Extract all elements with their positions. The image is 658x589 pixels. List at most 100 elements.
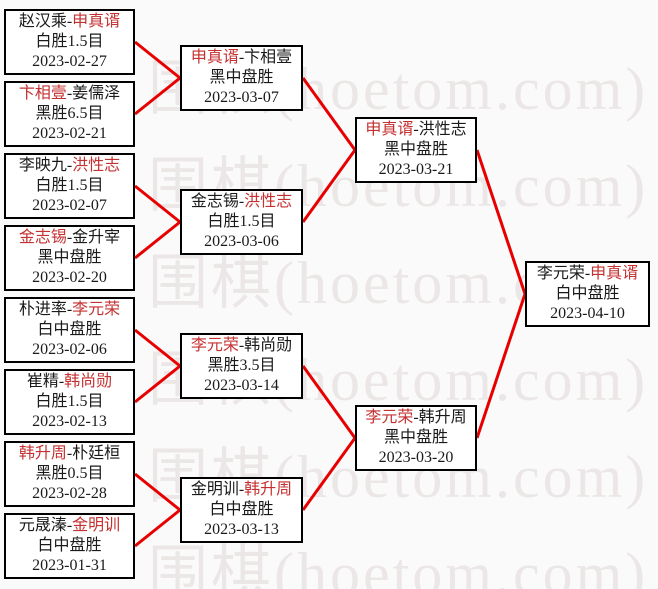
bracket-connector-line — [134, 364, 181, 404]
match-players: 申真谞-洪性志 — [357, 120, 475, 140]
match-box-round-2-1: 申真谞-卞相壹 黑中盘胜 2023-03-07 — [180, 45, 303, 111]
player-separator: - — [66, 517, 73, 534]
player-name: 李元荣 — [536, 265, 585, 282]
match-box-final-1: 李元荣-申真谞 白中盘胜 2023-04-10 — [525, 261, 650, 327]
match-box-round-2-2: 金志锡-洪性志 白胜1.5目 2023-03-06 — [180, 189, 303, 255]
match-result: 黑胜3.5目 — [207, 357, 276, 374]
player-name: 李映九 — [18, 157, 67, 174]
player-separator: - — [66, 445, 73, 462]
match-result: 白中盘胜 — [555, 285, 620, 302]
bracket-connector-line — [134, 40, 181, 80]
match-result: 白胜1.5目 — [35, 393, 104, 410]
match-date: 2023-03-14 — [204, 377, 279, 394]
match-players: 李映九-洪性志 — [6, 156, 133, 176]
match-result: 黑胜0.5目 — [35, 465, 104, 482]
winner-name: 申真谞 — [190, 49, 239, 66]
player-name: 韩升周 — [418, 409, 467, 426]
player-separator: - — [584, 265, 591, 282]
player-separator: - — [58, 373, 65, 390]
winner-name: 申真谞 — [72, 13, 121, 30]
bracket-connector-line — [301, 77, 357, 151]
match-date: 2023-03-13 — [204, 521, 279, 538]
bracket-connector-line — [301, 437, 357, 511]
match-box-round-1-2: 卞相壹-姜儒泽 黑胜6.5目 2023-02-21 — [4, 81, 135, 147]
match-result: 黑中盘胜 — [209, 69, 274, 86]
player-name: 崔精 — [26, 373, 59, 390]
winner-name: 李元荣 — [365, 409, 414, 426]
match-players: 金明训-韩升周 — [182, 480, 301, 500]
winner-name: 洪性志 — [244, 193, 293, 210]
match-date: 2023-02-28 — [32, 485, 107, 502]
match-result: 黑中盘胜 — [383, 141, 448, 158]
match-result: 黑中盘胜 — [37, 249, 102, 266]
player-separator: - — [413, 121, 419, 138]
match-date: 2023-02-27 — [32, 53, 107, 70]
match-date: 2023-03-06 — [204, 233, 279, 250]
bracket-connector-line — [134, 220, 181, 260]
match-box-round-1-6: 崔精-韩尚勋 白胜1.5目 2023-02-13 — [4, 369, 135, 435]
match-result: 黑胜6.5目 — [35, 105, 104, 122]
match-box-round-1-8: 元晟溱-金明训 白中盘胜 2023-01-31 — [4, 513, 135, 579]
match-box-semifinal-1: 申真谞-洪性志 黑中盘胜 2023-03-21 — [355, 117, 477, 183]
player-name: 卞相壹 — [244, 49, 293, 66]
match-players: 韩升周-朴廷桓 — [6, 444, 133, 464]
match-box-round-1-7: 韩升周-朴廷桓 黑胜0.5目 2023-02-28 — [4, 441, 135, 507]
match-box-round-1-5: 朴进率-李元荣 白中盘胜 2023-02-06 — [4, 297, 135, 363]
match-result: 白中盘胜 — [37, 537, 102, 554]
match-result: 白胜1.5目 — [35, 177, 104, 194]
match-result: 白中盘胜 — [37, 321, 102, 338]
player-name: 元晟溱 — [18, 517, 67, 534]
player-separator: - — [238, 337, 245, 354]
player-name: 姜儒泽 — [72, 85, 121, 102]
winner-name: 韩升周 — [244, 481, 293, 498]
winner-name: 韩尚勋 — [64, 373, 113, 390]
winner-name: 金志锡 — [18, 229, 67, 246]
bracket-connector-line — [134, 184, 181, 224]
match-date: 2023-03-20 — [378, 449, 454, 466]
winner-name: 洪性志 — [72, 157, 121, 174]
player-name: 赵汉乘 — [18, 13, 67, 30]
match-box-round-2-3: 李元荣-韩尚勋 黑胜3.5目 2023-03-14 — [180, 333, 303, 399]
match-box-round-1-3: 李映九-洪性志 白胜1.5目 2023-02-07 — [4, 153, 135, 219]
match-result: 白胜1.5目 — [207, 213, 276, 230]
winner-name: 金明训 — [72, 517, 121, 534]
match-players: 卞相壹-姜儒泽 — [6, 84, 133, 104]
match-box-round-2-4: 金明训-韩升周 白中盘胜 2023-03-13 — [180, 477, 303, 543]
match-players: 赵汉乘-申真谞 — [6, 12, 133, 32]
player-separator: - — [238, 481, 245, 498]
match-date: 2023-04-10 — [550, 305, 625, 322]
player-name: 朴廷桓 — [72, 445, 121, 462]
player-separator: - — [66, 85, 73, 102]
match-players: 金志锡-洪性志 — [182, 192, 301, 212]
player-separator: - — [66, 13, 73, 30]
match-result: 白胜1.5目 — [35, 33, 104, 50]
match-players: 崔精-韩尚勋 — [6, 372, 133, 392]
winner-name: 申真谞 — [590, 265, 639, 282]
player-separator: - — [238, 49, 245, 66]
bracket-connector-line — [134, 508, 181, 548]
match-players: 李元荣-韩尚勋 — [182, 336, 301, 356]
player-name: 金升宰 — [72, 229, 121, 246]
match-date: 2023-02-21 — [32, 125, 107, 142]
player-separator: - — [66, 157, 73, 174]
bracket-connector-line — [134, 328, 181, 368]
player-separator: - — [66, 301, 73, 318]
match-box-semifinal-2: 李元荣-韩升周 黑中盘胜 2023-03-20 — [355, 405, 477, 471]
winner-name: 卞相壹 — [18, 85, 67, 102]
match-result: 白中盘胜 — [209, 501, 274, 518]
match-date: 2023-03-21 — [378, 161, 454, 178]
bracket-connector-line — [475, 149, 527, 295]
bracket-connector-line — [301, 365, 357, 439]
player-name: 朴进率 — [18, 301, 67, 318]
match-date: 2023-02-13 — [32, 413, 107, 430]
winner-name: 李元荣 — [190, 337, 239, 354]
match-players: 朴进率-李元荣 — [6, 300, 133, 320]
match-players: 申真谞-卞相壹 — [182, 48, 301, 68]
winner-name: 韩升周 — [18, 445, 67, 462]
player-separator: - — [238, 193, 245, 210]
player-name: 金明训 — [190, 481, 239, 498]
match-box-round-1-4: 金志锡-金升宰 黑中盘胜 2023-02-20 — [4, 225, 135, 291]
match-date: 2023-02-20 — [32, 269, 107, 286]
match-date: 2023-01-31 — [32, 557, 107, 574]
